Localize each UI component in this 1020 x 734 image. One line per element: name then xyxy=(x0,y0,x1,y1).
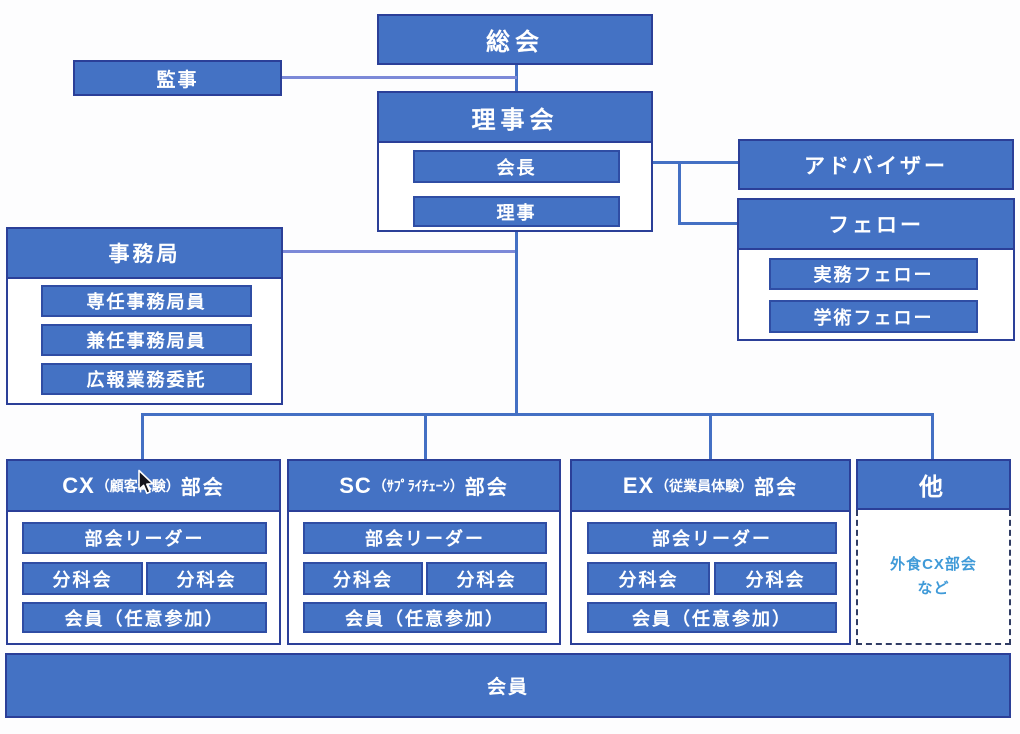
sc-subgroup-right: 分科会 xyxy=(426,562,547,595)
auditor-label: 監事 xyxy=(156,69,199,91)
node-general-assembly: 総会 xyxy=(377,14,653,65)
cx-members: 会員（任意参加） xyxy=(22,602,267,633)
secretariat-concurrent-label: 兼任事務局員 xyxy=(86,331,207,351)
connector-drop-sc xyxy=(424,413,427,459)
fellow-practical-label: 実務フェロー xyxy=(813,265,934,285)
ex-paren: （従業員体験） xyxy=(655,477,754,494)
ex-subgroup-left-label: 分科会 xyxy=(618,569,679,590)
sc-members-label: 会員（任意参加） xyxy=(345,608,505,629)
other-note-line1: 外食CX部会 xyxy=(890,555,977,573)
node-chairman: 会長 xyxy=(413,150,620,183)
node-fellow-academic: 学術フェロー xyxy=(769,300,978,333)
connector-drop-other xyxy=(931,413,934,459)
fellow-academic-label: 学術フェロー xyxy=(813,307,934,328)
board-label: 理事会 xyxy=(471,106,559,134)
secretariat-fulltime-label: 専任事務局員 xyxy=(86,292,207,312)
members-bar-label: 会員 xyxy=(486,677,529,698)
ex-members-label: 会員（任意参加） xyxy=(632,608,792,629)
ex-suffix: 部会 xyxy=(754,477,799,499)
node-board-container: 理事会 会長 理事 xyxy=(377,91,653,232)
connector-auditor xyxy=(281,76,517,79)
sc-subgroup-right-label: 分科会 xyxy=(456,569,517,590)
node-other: 他 外食CX部会 など xyxy=(856,459,1011,645)
chairman-label: 会長 xyxy=(496,157,537,178)
node-cx-subcommittee: CX（顧客体験）部会 部会リーダー 分科会 分科会 会員（任意参加） xyxy=(6,459,281,645)
node-board-header: 理事会 xyxy=(379,93,651,143)
other-label: 他 xyxy=(919,474,948,501)
mouse-cursor xyxy=(138,469,154,495)
node-secretariat-fulltime: 専任事務局員 xyxy=(41,285,252,317)
node-fellow-practical: 実務フェロー xyxy=(769,258,978,290)
connector-distribution xyxy=(141,413,933,416)
ex-subgroup-right-label: 分科会 xyxy=(745,569,806,590)
node-secretariat-header: 事務局 xyxy=(8,229,281,279)
cx-suffix: 部会 xyxy=(180,477,225,499)
node-fellow-container: フェロー 実務フェロー 学術フェロー xyxy=(737,198,1015,341)
ex-leader-label: 部会リーダー xyxy=(652,529,772,549)
ex-leader: 部会リーダー xyxy=(587,522,837,554)
cx-members-label: 会員（任意参加） xyxy=(64,608,225,629)
secretariat-label: 事務局 xyxy=(108,243,181,266)
other-dashed-body: 外食CX部会 など xyxy=(856,510,1011,645)
node-other-header: 他 xyxy=(856,459,1011,510)
other-note-line2: など xyxy=(917,579,950,597)
ex-subgroup-right: 分科会 xyxy=(714,562,837,595)
sc-suffix: 部会 xyxy=(464,477,509,499)
cx-leader-label: 部会リーダー xyxy=(84,529,205,549)
sc-members: 会員（任意参加） xyxy=(303,602,547,633)
general-assembly-label: 総会 xyxy=(486,29,544,56)
node-secretariat-container: 事務局 専任事務局員 兼任事務局員 広報業務委託 xyxy=(6,227,283,405)
cx-subgroup-left-label: 分科会 xyxy=(52,569,113,590)
node-ex-header: EX（従業員体験）部会 xyxy=(572,461,849,512)
node-members-bar: 会員 xyxy=(5,653,1011,718)
cx-subgroup-left: 分科会 xyxy=(22,562,143,595)
ex-subgroup-left: 分科会 xyxy=(587,562,710,595)
sc-subgroup-left: 分科会 xyxy=(303,562,423,595)
secretariat-pr-label: 広報業務委託 xyxy=(86,370,207,390)
advisor-label: アドバイザー xyxy=(804,154,948,178)
sc-prefix: SC xyxy=(339,472,372,498)
node-sc-subcommittee: SC（ｻﾌﾟﾗｲﾁｪｰﾝ）部会 部会リーダー 分科会 分科会 会員（任意参加） xyxy=(287,459,561,645)
connector-branch-vertical xyxy=(678,161,681,225)
sc-leader-label: 部会リーダー xyxy=(365,529,485,549)
node-ex-subcommittee: EX（従業員体験）部会 部会リーダー 分科会 分科会 会員（任意参加） xyxy=(570,459,851,645)
sc-subgroup-left-label: 分科会 xyxy=(333,569,393,590)
connector-drop-cx xyxy=(141,413,144,459)
node-secretariat-concurrent: 兼任事務局員 xyxy=(41,324,252,356)
ex-members: 会員（任意参加） xyxy=(587,602,837,633)
sc-paren: （ｻﾌﾟﾗｲﾁｪｰﾝ） xyxy=(372,477,464,494)
connector-drop-ex xyxy=(709,413,712,459)
node-auditor: 監事 xyxy=(73,60,282,96)
fellow-label: フェロー xyxy=(828,214,924,237)
cx-paren: （顧客体験） xyxy=(95,477,180,494)
node-fellow-header: フェロー xyxy=(739,200,1013,250)
connector-branch-fellow xyxy=(678,222,738,225)
node-advisor: アドバイザー xyxy=(738,139,1014,190)
connector-secretariat xyxy=(283,250,516,253)
connector-board-trunk xyxy=(515,231,518,415)
node-secretariat-pr: 広報業務委託 xyxy=(41,363,252,395)
sc-leader: 部会リーダー xyxy=(303,522,547,554)
cx-subgroup-right-label: 分科会 xyxy=(176,569,237,590)
ex-prefix: EX xyxy=(622,472,655,498)
node-director: 理事 xyxy=(413,196,620,227)
cx-subgroup-right: 分科会 xyxy=(146,562,267,595)
director-label: 理事 xyxy=(496,202,537,223)
node-sc-header: SC（ｻﾌﾟﾗｲﾁｪｰﾝ）部会 xyxy=(289,461,559,512)
cx-prefix: CX xyxy=(62,472,95,498)
cx-leader: 部会リーダー xyxy=(22,522,267,554)
